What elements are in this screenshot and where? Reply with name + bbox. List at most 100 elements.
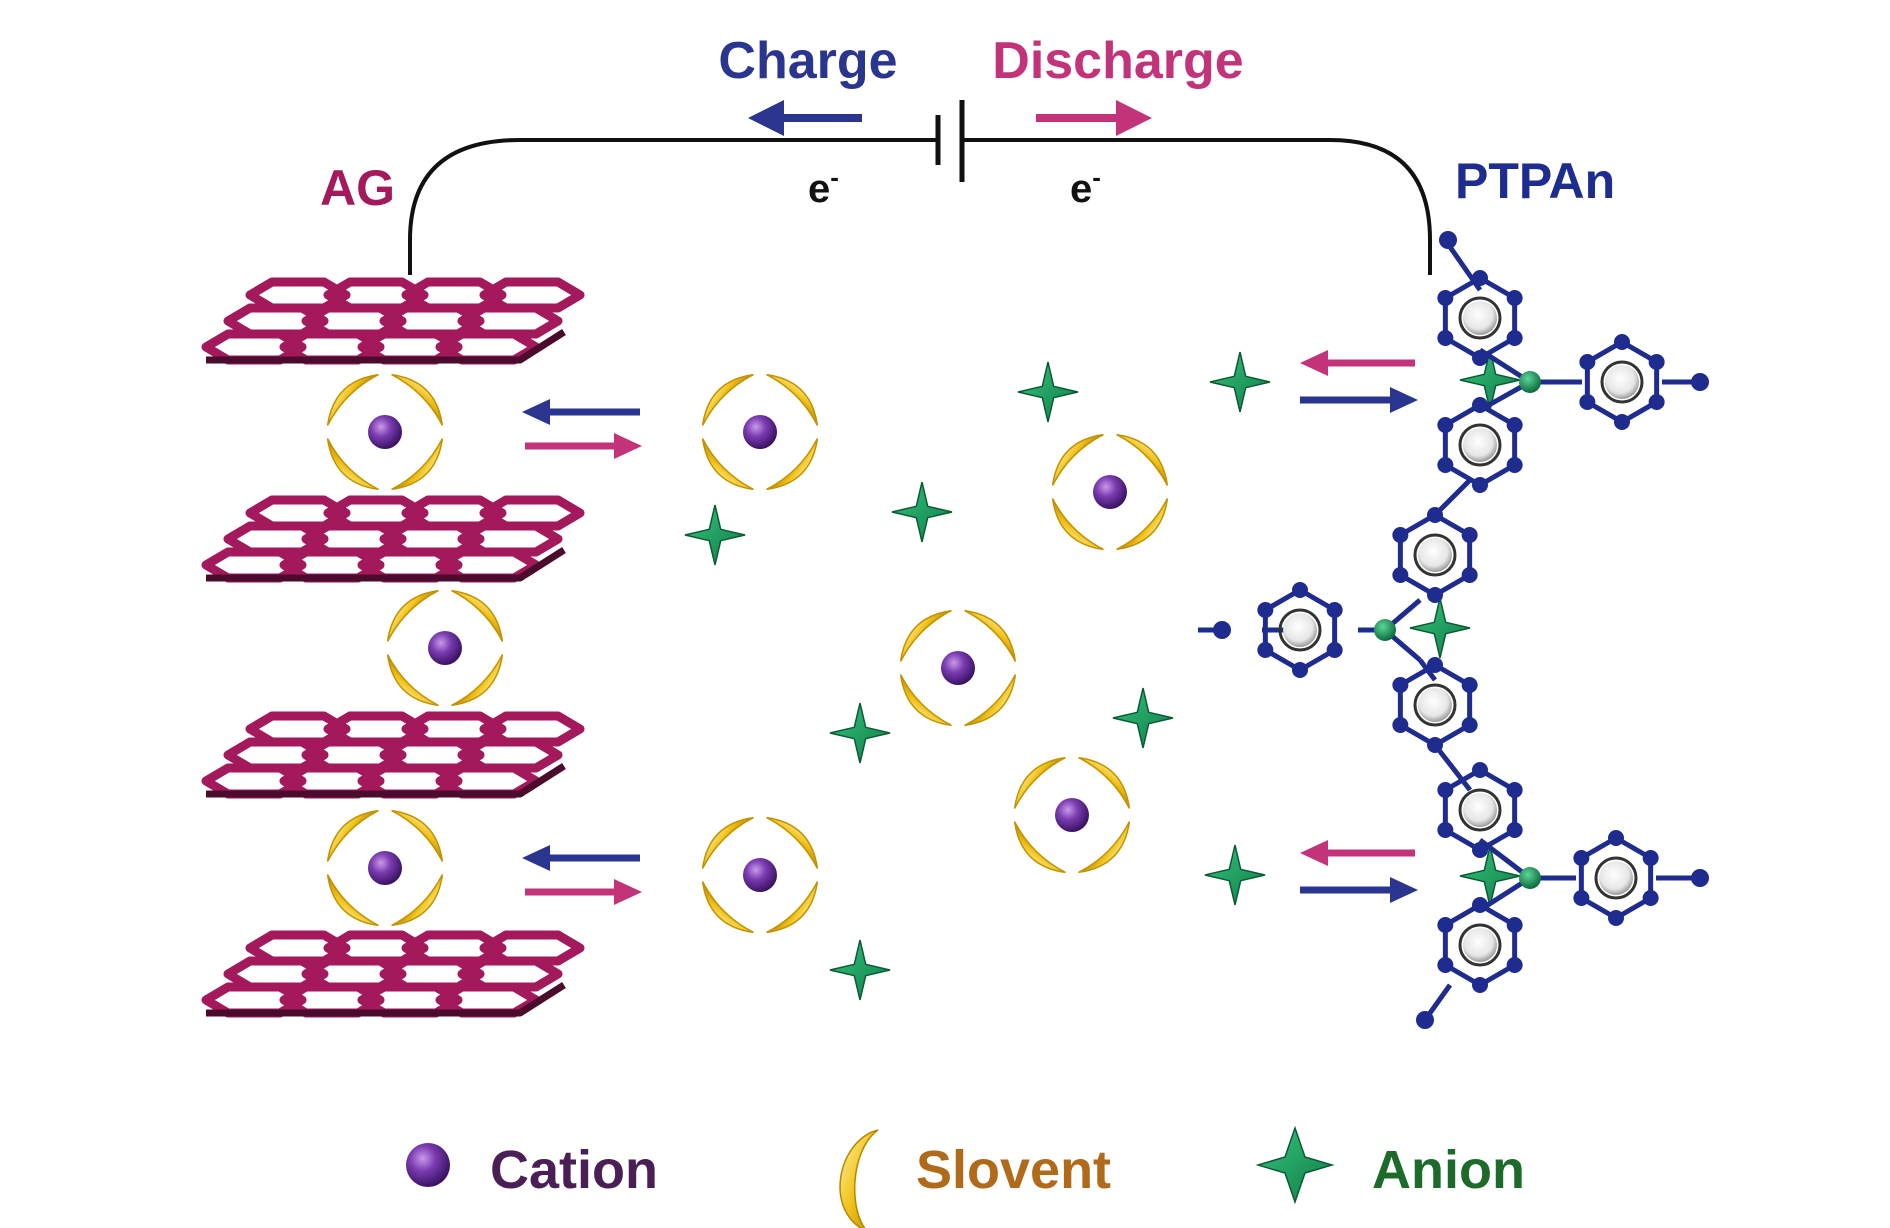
- cation-solvent-complex: [326, 809, 444, 927]
- graphite-layer: [201, 711, 585, 799]
- crescent-shape: [391, 809, 444, 862]
- aromatic-ring-center: [1278, 608, 1322, 652]
- crescent-shape: [766, 373, 819, 426]
- aromatic-ring-center: [1463, 928, 1497, 962]
- crescent-shape: [766, 881, 819, 934]
- nitrogen-atom: [1519, 867, 1541, 889]
- polymer-atom: [1506, 822, 1523, 838]
- graphite-layer: [201, 277, 585, 365]
- polymer-atom: [1506, 290, 1523, 306]
- crescent-shape: [766, 816, 819, 869]
- electron-label-left: e-: [808, 162, 839, 211]
- green-star-icon: [829, 702, 891, 764]
- legend-cation-item: Cation: [406, 1140, 658, 1200]
- anode-label: AG: [320, 160, 395, 216]
- polymer-atom: [1642, 890, 1659, 906]
- yellow-crescent-icon: [1078, 821, 1131, 874]
- purple-sphere-icon: [368, 415, 402, 449]
- aromatic-ring-center: [1458, 423, 1502, 467]
- polymer-atom: [1437, 917, 1454, 933]
- purple-sphere-icon: [1093, 475, 1127, 509]
- polymer-atom: [1472, 897, 1488, 913]
- yellow-crescent-icon: [701, 438, 754, 491]
- cation-solvent-complex: [701, 816, 819, 934]
- crescent-shape: [391, 373, 444, 426]
- green-star-icon: [1204, 844, 1266, 906]
- polymer-atom: [1608, 830, 1624, 846]
- polymer-atom: [1292, 662, 1308, 678]
- yellow-crescent-icon: [766, 438, 819, 491]
- purple-sphere-icon: [743, 415, 777, 449]
- legend-anion-item: Anion: [1255, 1125, 1525, 1205]
- polymer-atom: [1437, 330, 1454, 346]
- polymer-atom: [1437, 957, 1454, 973]
- polymer-atom: [1257, 602, 1274, 618]
- crescent-shape: [899, 674, 952, 727]
- polymer-atom: [1506, 457, 1523, 473]
- crescent-shape: [391, 874, 444, 927]
- yellow-crescent-icon: [391, 438, 444, 491]
- aromatic-ring-center: [1600, 360, 1644, 404]
- graphite-layer-edge: [206, 547, 566, 582]
- crescent-shape: [964, 609, 1017, 662]
- yellow-crescent-icon: [701, 816, 754, 869]
- aromatic-ring-center: [1605, 365, 1639, 399]
- polymer-atom: [1506, 782, 1523, 798]
- green-star-icon: [1209, 351, 1271, 413]
- discharge-arrow-icon: [1300, 350, 1415, 376]
- green-star-icon: [829, 939, 891, 1001]
- yellow-crescent-icon: [964, 674, 1017, 727]
- polymer-atom: [1439, 231, 1457, 249]
- aromatic-ring-center: [1458, 296, 1502, 340]
- crescent-shape: [326, 874, 379, 927]
- polymer-atom: [1472, 842, 1488, 858]
- discharge-arrow-icon: [525, 879, 642, 905]
- polymer-atom: [1427, 657, 1443, 673]
- graphite-layer: [201, 495, 585, 583]
- polymer-atom: [1427, 587, 1443, 603]
- polymer-atom: [1691, 373, 1709, 391]
- polymer-atom: [1392, 677, 1409, 693]
- polymer-bond: [1433, 478, 1472, 517]
- yellow-crescent-icon: [386, 589, 439, 642]
- discharge-label: Discharge: [992, 32, 1243, 90]
- legend-solvent-label: Slovent: [916, 1140, 1111, 1200]
- yellow-crescent-icon: [391, 874, 444, 927]
- polymer-atom: [1427, 737, 1443, 753]
- crescent-shape: [326, 373, 379, 426]
- yellow-crescent-icon: [899, 674, 952, 727]
- polymer-atom: [1472, 350, 1488, 366]
- discharge-arrow-icon: [1300, 840, 1415, 866]
- yellow-crescent-icon: [766, 373, 819, 426]
- polymer-atom: [1461, 527, 1478, 543]
- aromatic-ring-center: [1418, 538, 1452, 572]
- aromatic-ring-center: [1594, 856, 1638, 900]
- crescent-shape: [701, 438, 754, 491]
- yellow-crescent-icon: [326, 373, 379, 426]
- yellow-crescent-icon: [1116, 433, 1169, 486]
- discharge-arrow-icon: [525, 433, 642, 459]
- graphite-layer-edge: [206, 763, 566, 798]
- polymer-atom: [1579, 354, 1596, 370]
- aromatic-ring-center: [1283, 613, 1317, 647]
- purple-sphere-icon: [1055, 798, 1089, 832]
- cathode-label: PTPAn: [1455, 153, 1615, 209]
- legend-anion-label: Anion: [1372, 1140, 1525, 1200]
- green-star-icon: [891, 481, 953, 543]
- crescent-shape: [964, 674, 1017, 727]
- polymer-atom: [1461, 717, 1478, 733]
- aromatic-ring-center: [1463, 301, 1497, 335]
- polymer-atom: [1472, 270, 1488, 286]
- yellow-crescent-icon: [701, 373, 754, 426]
- polymer-atom: [1416, 1011, 1434, 1029]
- yellow-crescent-icon: [1051, 498, 1104, 551]
- crescent-shape: [1078, 821, 1131, 874]
- yellow-crescent-icon: [1051, 433, 1104, 486]
- aromatic-ring-center: [1463, 793, 1497, 827]
- crescent-shape: [451, 654, 504, 707]
- yellow-crescent-icon: [326, 809, 379, 862]
- charge-label: Charge: [718, 32, 897, 90]
- polymer-atom: [1506, 917, 1523, 933]
- purple-sphere-icon: [941, 651, 975, 685]
